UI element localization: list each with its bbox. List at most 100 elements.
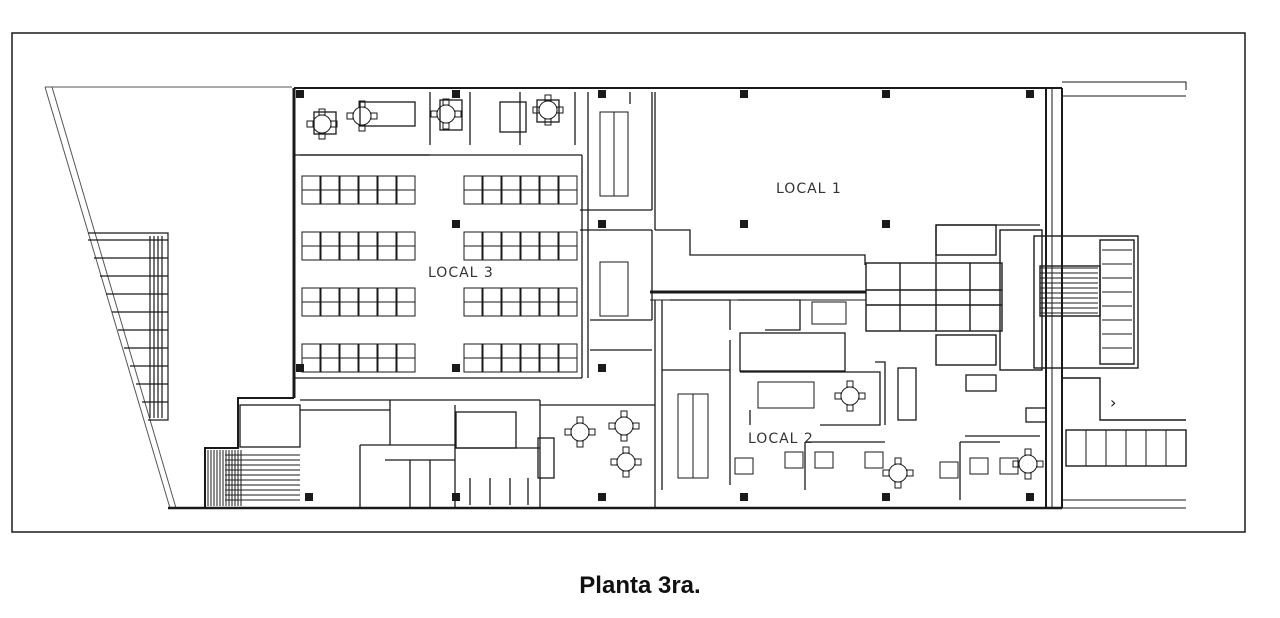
round-table — [538, 100, 558, 120]
pillar-marker — [452, 493, 460, 501]
desk — [301, 175, 321, 191]
ramp-outline — [88, 232, 169, 421]
desk — [339, 175, 359, 191]
desk — [482, 245, 502, 261]
round-table — [888, 463, 908, 483]
chair — [634, 458, 642, 466]
chair — [532, 106, 540, 114]
desk — [396, 189, 416, 205]
pillar-marker — [882, 220, 890, 228]
desk — [501, 189, 521, 205]
desk — [339, 231, 359, 247]
chair — [620, 410, 628, 418]
chair — [632, 422, 640, 430]
bottom-left-stair — [207, 450, 300, 506]
desk — [320, 287, 340, 303]
chair — [556, 106, 564, 114]
desk — [520, 301, 540, 317]
desk — [377, 343, 397, 359]
desk — [396, 175, 416, 191]
desk — [539, 189, 559, 205]
desk — [558, 357, 578, 373]
desk — [339, 287, 359, 303]
kitchen-counter — [811, 301, 847, 325]
chair — [858, 392, 866, 400]
desk — [320, 357, 340, 373]
local-2-furniture — [734, 451, 1019, 479]
desk — [482, 357, 502, 373]
workstation — [784, 451, 804, 469]
chair — [1024, 472, 1032, 480]
desk — [501, 245, 521, 261]
desk — [501, 231, 521, 247]
pillar-marker — [452, 220, 460, 228]
pillar-marker — [740, 493, 748, 501]
chair — [442, 122, 450, 130]
desk — [301, 357, 321, 373]
desk — [558, 231, 578, 247]
right-stair — [1040, 249, 1167, 466]
desk — [320, 301, 340, 317]
desk — [358, 357, 378, 373]
desk — [301, 287, 321, 303]
site-wedge — [44, 86, 292, 509]
left-ramp — [88, 232, 169, 421]
chair — [346, 112, 354, 120]
desk — [358, 287, 378, 303]
desk — [377, 175, 397, 191]
round-tables — [306, 94, 1044, 489]
desk — [358, 301, 378, 317]
chair — [544, 94, 552, 102]
chair — [608, 422, 616, 430]
desk — [482, 231, 502, 247]
desk — [558, 175, 578, 191]
bottom-left-services — [239, 399, 655, 508]
pillars — [296, 90, 1034, 501]
room-label-local-1: LOCAL 1 — [776, 181, 842, 197]
zone-local-3 — [295, 92, 653, 379]
floor-plan: › — [11, 32, 1246, 533]
desk — [482, 301, 502, 317]
desk — [463, 245, 483, 261]
chair — [454, 110, 462, 118]
chair — [330, 120, 338, 128]
desk — [396, 357, 416, 373]
desk — [558, 301, 578, 317]
desk — [558, 287, 578, 303]
chair — [906, 469, 914, 477]
desk — [301, 231, 321, 247]
pillar-marker — [1026, 493, 1034, 501]
round-table — [352, 106, 372, 126]
desk — [463, 189, 483, 205]
desk — [482, 343, 502, 359]
chair — [846, 380, 854, 388]
desk — [320, 189, 340, 205]
desk — [358, 175, 378, 191]
right-stair-frame — [1033, 235, 1187, 467]
desk — [482, 287, 502, 303]
desk — [520, 175, 540, 191]
chair — [318, 108, 326, 116]
desk — [539, 245, 559, 261]
round-table — [312, 114, 332, 134]
desk — [463, 343, 483, 359]
room-label-local-2: LOCAL 2 — [748, 431, 814, 447]
chair — [358, 124, 366, 132]
desk — [482, 175, 502, 191]
desk — [377, 189, 397, 205]
chair — [846, 404, 854, 412]
chair — [834, 392, 842, 400]
pillar-marker — [452, 90, 460, 98]
pillar-marker — [740, 220, 748, 228]
round-table — [614, 416, 634, 436]
desk — [320, 343, 340, 359]
desk — [520, 231, 540, 247]
desk — [501, 357, 521, 373]
chair — [318, 132, 326, 140]
desk — [301, 301, 321, 317]
desk — [358, 189, 378, 205]
workstation — [999, 457, 1019, 475]
desk — [339, 189, 359, 205]
desk — [463, 175, 483, 191]
chair — [622, 446, 630, 454]
